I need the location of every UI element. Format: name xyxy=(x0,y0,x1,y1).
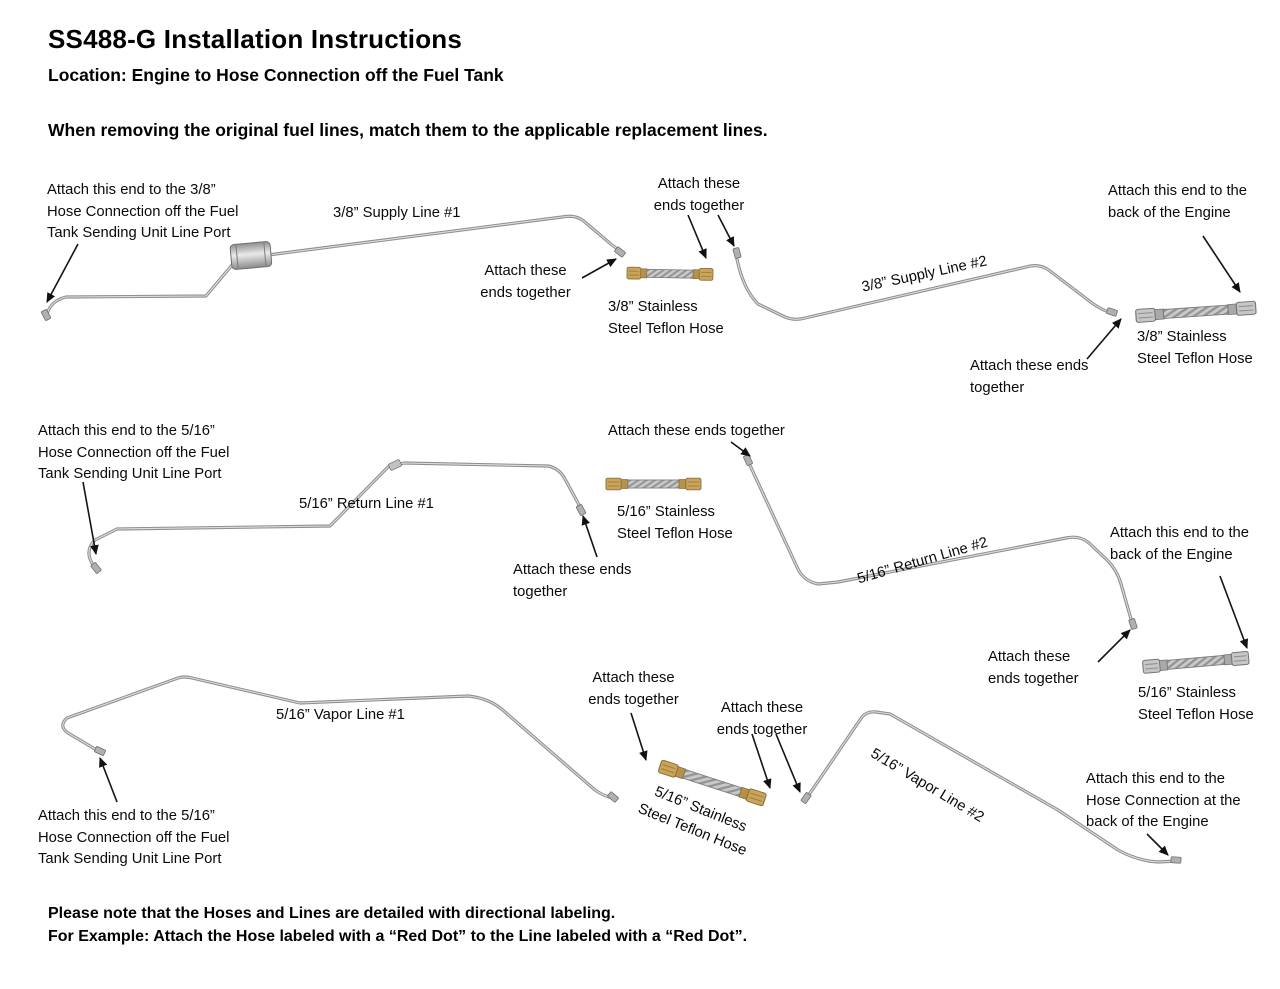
supply-attach-tank-label: Attach this end to the 3/8” Hose Connect… xyxy=(47,182,239,242)
arrow xyxy=(1146,833,1169,856)
vapor-ends-together-mid-label: Attach these ends together xyxy=(716,700,808,738)
doc-location: Location: Engine to Hose Connection off … xyxy=(48,65,504,85)
arrow xyxy=(687,214,707,259)
return-hose-1 xyxy=(605,477,702,491)
supply-ends-together-mid-label: Attach these ends together xyxy=(653,176,745,214)
arrow xyxy=(1219,575,1248,649)
arrow xyxy=(1086,318,1122,360)
doc-intro: When removing the original fuel lines, m… xyxy=(48,120,768,140)
vapor-line-1-label: 5/16” Vapor Line #1 xyxy=(276,707,405,723)
return-attach-tank-label: Attach this end to the 5/16” Hose Connec… xyxy=(38,423,230,483)
supply-line-1-label: 3/8” Supply Line #1 xyxy=(333,205,461,221)
supply-hose-1 xyxy=(626,266,714,281)
arrow xyxy=(581,258,617,279)
vapor-line-1-graphic xyxy=(61,675,616,800)
supply-ends-together-left-label: Attach these ends together xyxy=(480,263,571,301)
return-hose-2-label: 5/16” Stainless Steel Teflon Hose xyxy=(1138,685,1254,723)
return-ends-together-right-label: Attach these ends together xyxy=(988,649,1079,687)
supply-hose-2 xyxy=(1134,300,1257,324)
arrow xyxy=(775,733,801,793)
supply-ends-together-right-label: Attach these ends together xyxy=(970,358,1089,396)
arrow xyxy=(581,515,598,558)
note-line-1: Please note that the Hoses and Lines are… xyxy=(48,905,616,922)
pointer-arrows xyxy=(46,214,1248,856)
return-line-sleeve xyxy=(388,459,402,471)
vapor-ends-together-left-label: Attach these ends together xyxy=(588,670,679,708)
note-line-2: For Example: Attach the Hose labeled wit… xyxy=(48,928,748,945)
doc-title: SS488-G Installation Instructions xyxy=(48,24,463,54)
return-ends-together-mid-label: Attach these ends together xyxy=(608,423,785,439)
vapor-attach-tank-label: Attach this end to the 5/16” Hose Connec… xyxy=(38,808,230,868)
return-hose-2 xyxy=(1141,650,1250,675)
arrow xyxy=(99,757,118,803)
vapor-attach-engine-label: Attach this end to the Hose Connection a… xyxy=(1086,771,1241,831)
arrow xyxy=(630,712,648,761)
return-hose-1-label: 5/16” Stainless Steel Teflon Hose xyxy=(617,504,733,542)
arrow xyxy=(1097,629,1131,663)
return-line-1-label: 5/16” Return Line #1 xyxy=(299,496,434,512)
arrow xyxy=(717,214,735,247)
arrow xyxy=(1202,235,1241,293)
return-attach-engine-label: Attach this end to the back of the Engin… xyxy=(1110,525,1250,563)
arrow xyxy=(82,481,99,556)
line-end-fittings xyxy=(40,246,1182,864)
arrow xyxy=(730,441,751,457)
supply-hose-2-label: 3/8” Stainless Steel Teflon Hose xyxy=(1137,329,1253,367)
supply-hose-1-label: 3/8” Stainless Steel Teflon Hose xyxy=(608,299,724,337)
arrow xyxy=(751,733,772,789)
return-line-2-graphic xyxy=(746,459,1136,628)
supply-line-coupling xyxy=(229,241,273,270)
arrow xyxy=(46,243,79,303)
supply-attach-engine-label: Attach this end to the back of the Engin… xyxy=(1108,183,1248,221)
return-ends-together-left-label: Attach these ends together xyxy=(513,562,632,600)
